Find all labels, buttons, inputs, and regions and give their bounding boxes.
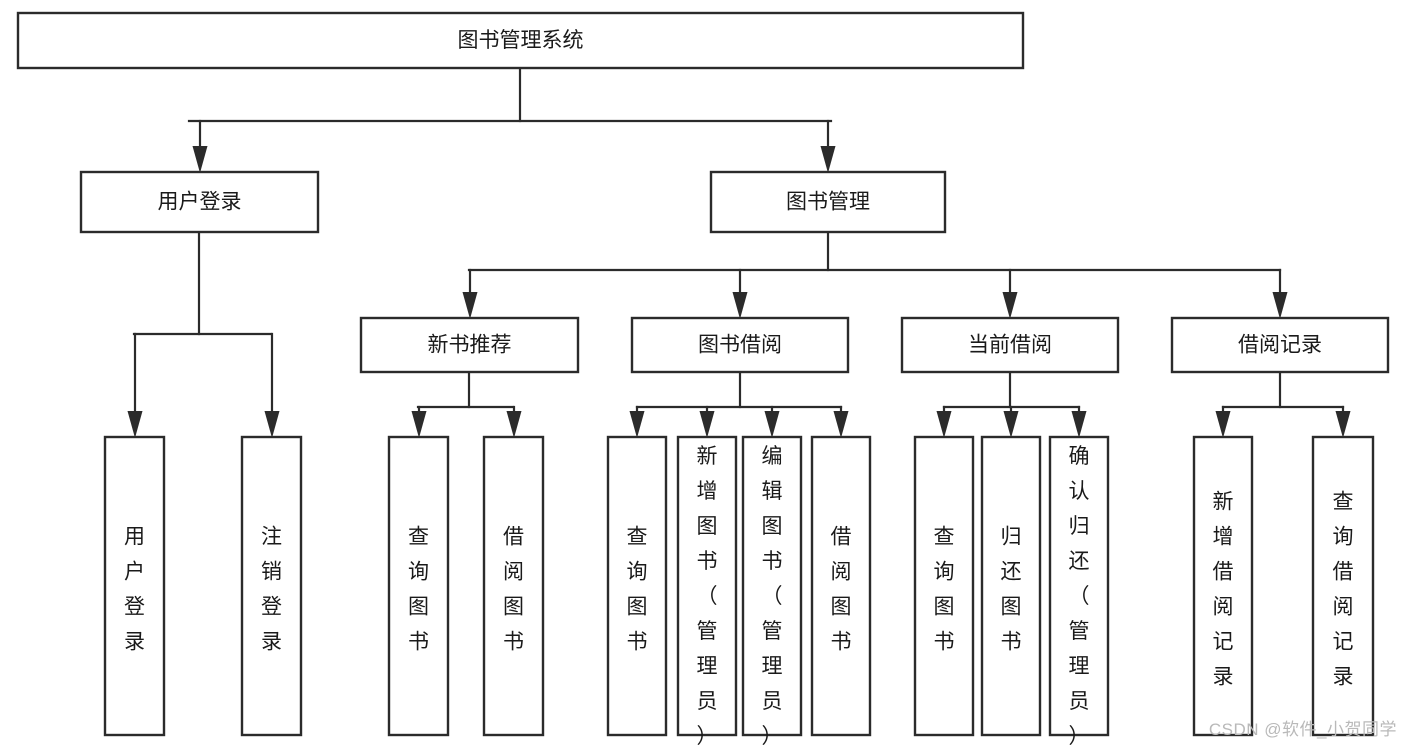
- node-box-book-borrow[interactable]: [630, 316, 850, 374]
- edge-book-manage-to-new-book-recommend: [462, 268, 478, 319]
- edge-user-login-to-leaf-user-login: [127, 332, 143, 438]
- node-label-leaf-borrow-book-rec: 借阅图书: [503, 525, 524, 653]
- node-label-leaf-user-logout: 注销登录: [261, 525, 282, 653]
- node-box-leaf-confirm-return[interactable]: [1048, 435, 1110, 737]
- edge-root-to-book-manage: [820, 119, 836, 173]
- node-root[interactable]: 图书管理系统: [16, 11, 1025, 70]
- node-box-leaf-borrow-book-rec[interactable]: [482, 435, 545, 737]
- csdn-watermark: CSDN @软件_小贺同学: [1208, 720, 1397, 739]
- node-box-current-borrow[interactable]: [900, 316, 1120, 374]
- node-user-login[interactable]: 用户登录: [79, 170, 320, 234]
- node-label-leaf-borrow-book: 借阅图书: [831, 525, 852, 653]
- node-box-leaf-borrow-book[interactable]: [810, 435, 872, 737]
- edge-borrow-record-to-leaf-query-record: [1335, 405, 1351, 438]
- node-label-leaf-confirm-return: 确认归还（管理员）: [1069, 445, 1090, 747]
- node-leaf-query-record[interactable]: 查询借阅记录: [1311, 435, 1375, 737]
- node-box-leaf-query-book-cur[interactable]: [913, 435, 975, 737]
- node-label-leaf-query-book-cur: 查询图书: [934, 525, 955, 653]
- node-leaf-query-book-borrow[interactable]: 查询图书: [606, 435, 668, 737]
- edge-current-borrow-to-leaf-confirm-return: [1071, 405, 1087, 438]
- node-box-leaf-return-book[interactable]: [980, 435, 1042, 737]
- node-leaf-query-book-cur[interactable]: 查询图书: [913, 435, 975, 737]
- node-leaf-user-logout[interactable]: 注销登录: [240, 435, 303, 737]
- node-leaf-add-record[interactable]: 新增借阅记录: [1192, 435, 1254, 737]
- node-label-book-borrow: 图书借阅: [698, 334, 782, 357]
- edge-book-manage-to-borrow-record: [1272, 268, 1288, 319]
- node-new-book-recommend[interactable]: 新书推荐: [359, 316, 580, 374]
- connectors-layer: [127, 66, 1351, 438]
- node-label-root: 图书管理系统: [458, 29, 584, 52]
- node-label-borrow-record: 借阅记录: [1238, 334, 1322, 357]
- edge-book-borrow-to-leaf-borrow-book: [833, 405, 849, 438]
- node-book-manage[interactable]: 图书管理: [709, 170, 947, 234]
- edge-book-manage-to-book-borrow: [732, 268, 748, 319]
- edge-current-borrow-to-leaf-query-book-cur: [936, 405, 952, 438]
- node-label-leaf-user-login: 用户登录: [124, 525, 145, 653]
- connector-bus-current-borrow: [942, 370, 1081, 409]
- connector-bus-book-manage: [467, 230, 1282, 272]
- node-book-borrow[interactable]: 图书借阅: [630, 316, 850, 374]
- node-box-leaf-edit-book[interactable]: [741, 435, 803, 737]
- node-leaf-borrow-book-rec[interactable]: 借阅图书: [482, 435, 545, 737]
- node-box-borrow-record[interactable]: [1170, 316, 1390, 374]
- edge-new-book-recommend-to-leaf-borrow-book-rec: [506, 405, 522, 438]
- node-box-root[interactable]: [16, 11, 1025, 70]
- node-leaf-user-login[interactable]: 用户登录: [103, 435, 166, 737]
- node-label-current-borrow: 当前借阅: [968, 334, 1052, 357]
- connector-bus-new-book: [416, 370, 515, 409]
- node-label-new-book-recommend: 新书推荐: [428, 334, 512, 357]
- node-label-leaf-query-book-borrow: 查询图书: [627, 525, 648, 653]
- node-box-new-book-recommend[interactable]: [359, 316, 580, 374]
- node-label-leaf-return-book: 归还图书: [1001, 525, 1022, 653]
- node-label-leaf-query-record: 查询借阅记录: [1333, 490, 1354, 688]
- connector-bus-user-login: [132, 230, 273, 336]
- node-box-leaf-query-book-borrow[interactable]: [606, 435, 668, 737]
- node-box-book-manage[interactable]: [709, 170, 947, 234]
- node-leaf-borrow-book[interactable]: 借阅图书: [810, 435, 872, 737]
- node-current-borrow[interactable]: 当前借阅: [900, 316, 1120, 374]
- node-label-user-login: 用户登录: [158, 191, 242, 214]
- edge-borrow-record-to-leaf-add-record: [1215, 405, 1231, 438]
- connector-bus-root: [187, 66, 833, 123]
- node-box-leaf-add-record[interactable]: [1192, 435, 1254, 737]
- edge-current-borrow-to-leaf-return-book: [1003, 405, 1019, 438]
- node-borrow-record[interactable]: 借阅记录: [1170, 316, 1390, 374]
- node-box-user-login[interactable]: [79, 170, 320, 234]
- node-label-leaf-query-book-rec: 查询图书: [408, 525, 429, 653]
- node-box-leaf-add-book[interactable]: [676, 435, 738, 737]
- node-label-leaf-edit-book: 编辑图书（管理员）: [762, 445, 783, 747]
- node-leaf-return-book[interactable]: 归还图书: [980, 435, 1042, 737]
- node-leaf-query-book-rec[interactable]: 查询图书: [387, 435, 450, 737]
- node-label-leaf-add-record: 新增借阅记录: [1213, 490, 1234, 688]
- node-box-leaf-query-record[interactable]: [1311, 435, 1375, 737]
- edge-user-login-to-leaf-user-logout: [264, 332, 280, 438]
- node-box-leaf-user-login[interactable]: [103, 435, 166, 737]
- node-label-leaf-add-book: 新增图书（管理员）: [697, 445, 718, 747]
- edge-new-book-recommend-to-leaf-query-book-rec: [411, 405, 427, 438]
- edge-book-manage-to-current-borrow: [1002, 268, 1018, 319]
- nodes-layer: 图书管理系统用户登录图书管理新书推荐图书借阅当前借阅借阅记录用户登录注销登录查询…: [16, 11, 1390, 747]
- node-leaf-add-book[interactable]: 新增图书（管理员）: [676, 435, 738, 747]
- edge-book-borrow-to-leaf-add-book: [699, 405, 715, 438]
- node-box-leaf-query-book-rec[interactable]: [387, 435, 450, 737]
- connector-bus-borrow-record: [1221, 370, 1345, 409]
- node-leaf-edit-book[interactable]: 编辑图书（管理员）: [741, 435, 803, 747]
- node-leaf-confirm-return[interactable]: 确认归还（管理员）: [1048, 435, 1110, 747]
- edge-book-borrow-to-leaf-query-book-borrow: [629, 405, 645, 438]
- node-label-book-manage: 图书管理: [786, 191, 870, 214]
- edge-book-borrow-to-leaf-edit-book: [764, 405, 780, 438]
- connector-bus-book-borrow: [635, 370, 843, 409]
- node-box-leaf-user-logout[interactable]: [240, 435, 303, 737]
- edge-root-to-user-login: [192, 119, 208, 173]
